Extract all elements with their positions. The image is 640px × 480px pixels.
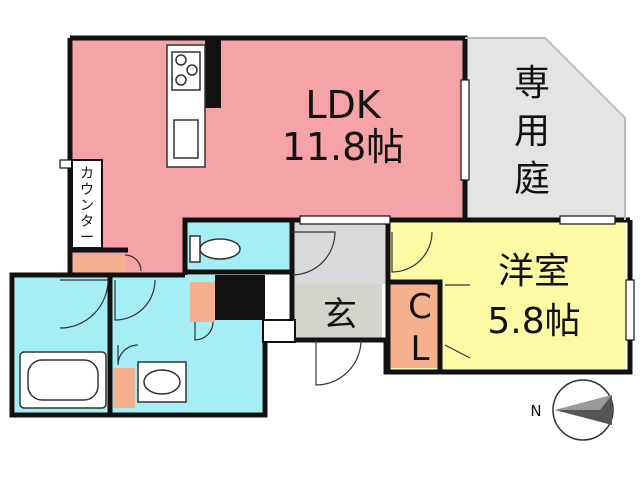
counter-char: ン: [80, 198, 94, 214]
stove-burner: [175, 54, 187, 66]
closet: [390, 282, 440, 368]
compass-label: N: [530, 402, 541, 420]
counter-char: タ: [80, 214, 94, 230]
toilet-fixture: [189, 235, 241, 263]
kitchen: [166, 44, 206, 168]
private-garden: [465, 38, 625, 220]
door-swings: [59, 231, 471, 386]
garden-char: 庭: [514, 159, 550, 200]
compass-needle-highlight: [555, 395, 612, 410]
garden-fence: [465, 37, 626, 220]
windows: [59, 79, 635, 341]
accent-block: [113, 368, 135, 408]
counter-char: カ: [80, 166, 94, 182]
counter-label: カ ウ ン タ ー: [80, 166, 94, 246]
accent-block: [190, 282, 215, 322]
western-name: 洋室: [498, 251, 570, 292]
wall-column: [205, 38, 221, 108]
closet-char: L: [411, 329, 430, 369]
ldk-size: 11.8帖: [282, 125, 405, 169]
bathtub: [19, 351, 107, 409]
ldk-name: LDK: [305, 83, 381, 127]
accent-block: [70, 255, 125, 273]
garden-char: 用: [514, 111, 550, 152]
garden-char: 専: [514, 63, 550, 104]
stove-burner: [175, 74, 187, 86]
entrance-area: [292, 284, 382, 340]
wall-column: [262, 319, 296, 343]
hall-area: [292, 222, 387, 284]
closet-char: C: [408, 287, 432, 327]
wall-column: [215, 275, 265, 320]
western-size: 5.8帖: [487, 301, 580, 342]
entrance-name: 玄: [323, 295, 357, 335]
washbasin: [137, 361, 187, 403]
kitchen-sink: [173, 119, 199, 159]
counter-partition: [71, 159, 103, 249]
counter-char: ー: [80, 230, 94, 246]
compass: N: [530, 379, 614, 441]
stove-burner: [186, 64, 198, 76]
counter-char: ウ: [80, 182, 94, 198]
